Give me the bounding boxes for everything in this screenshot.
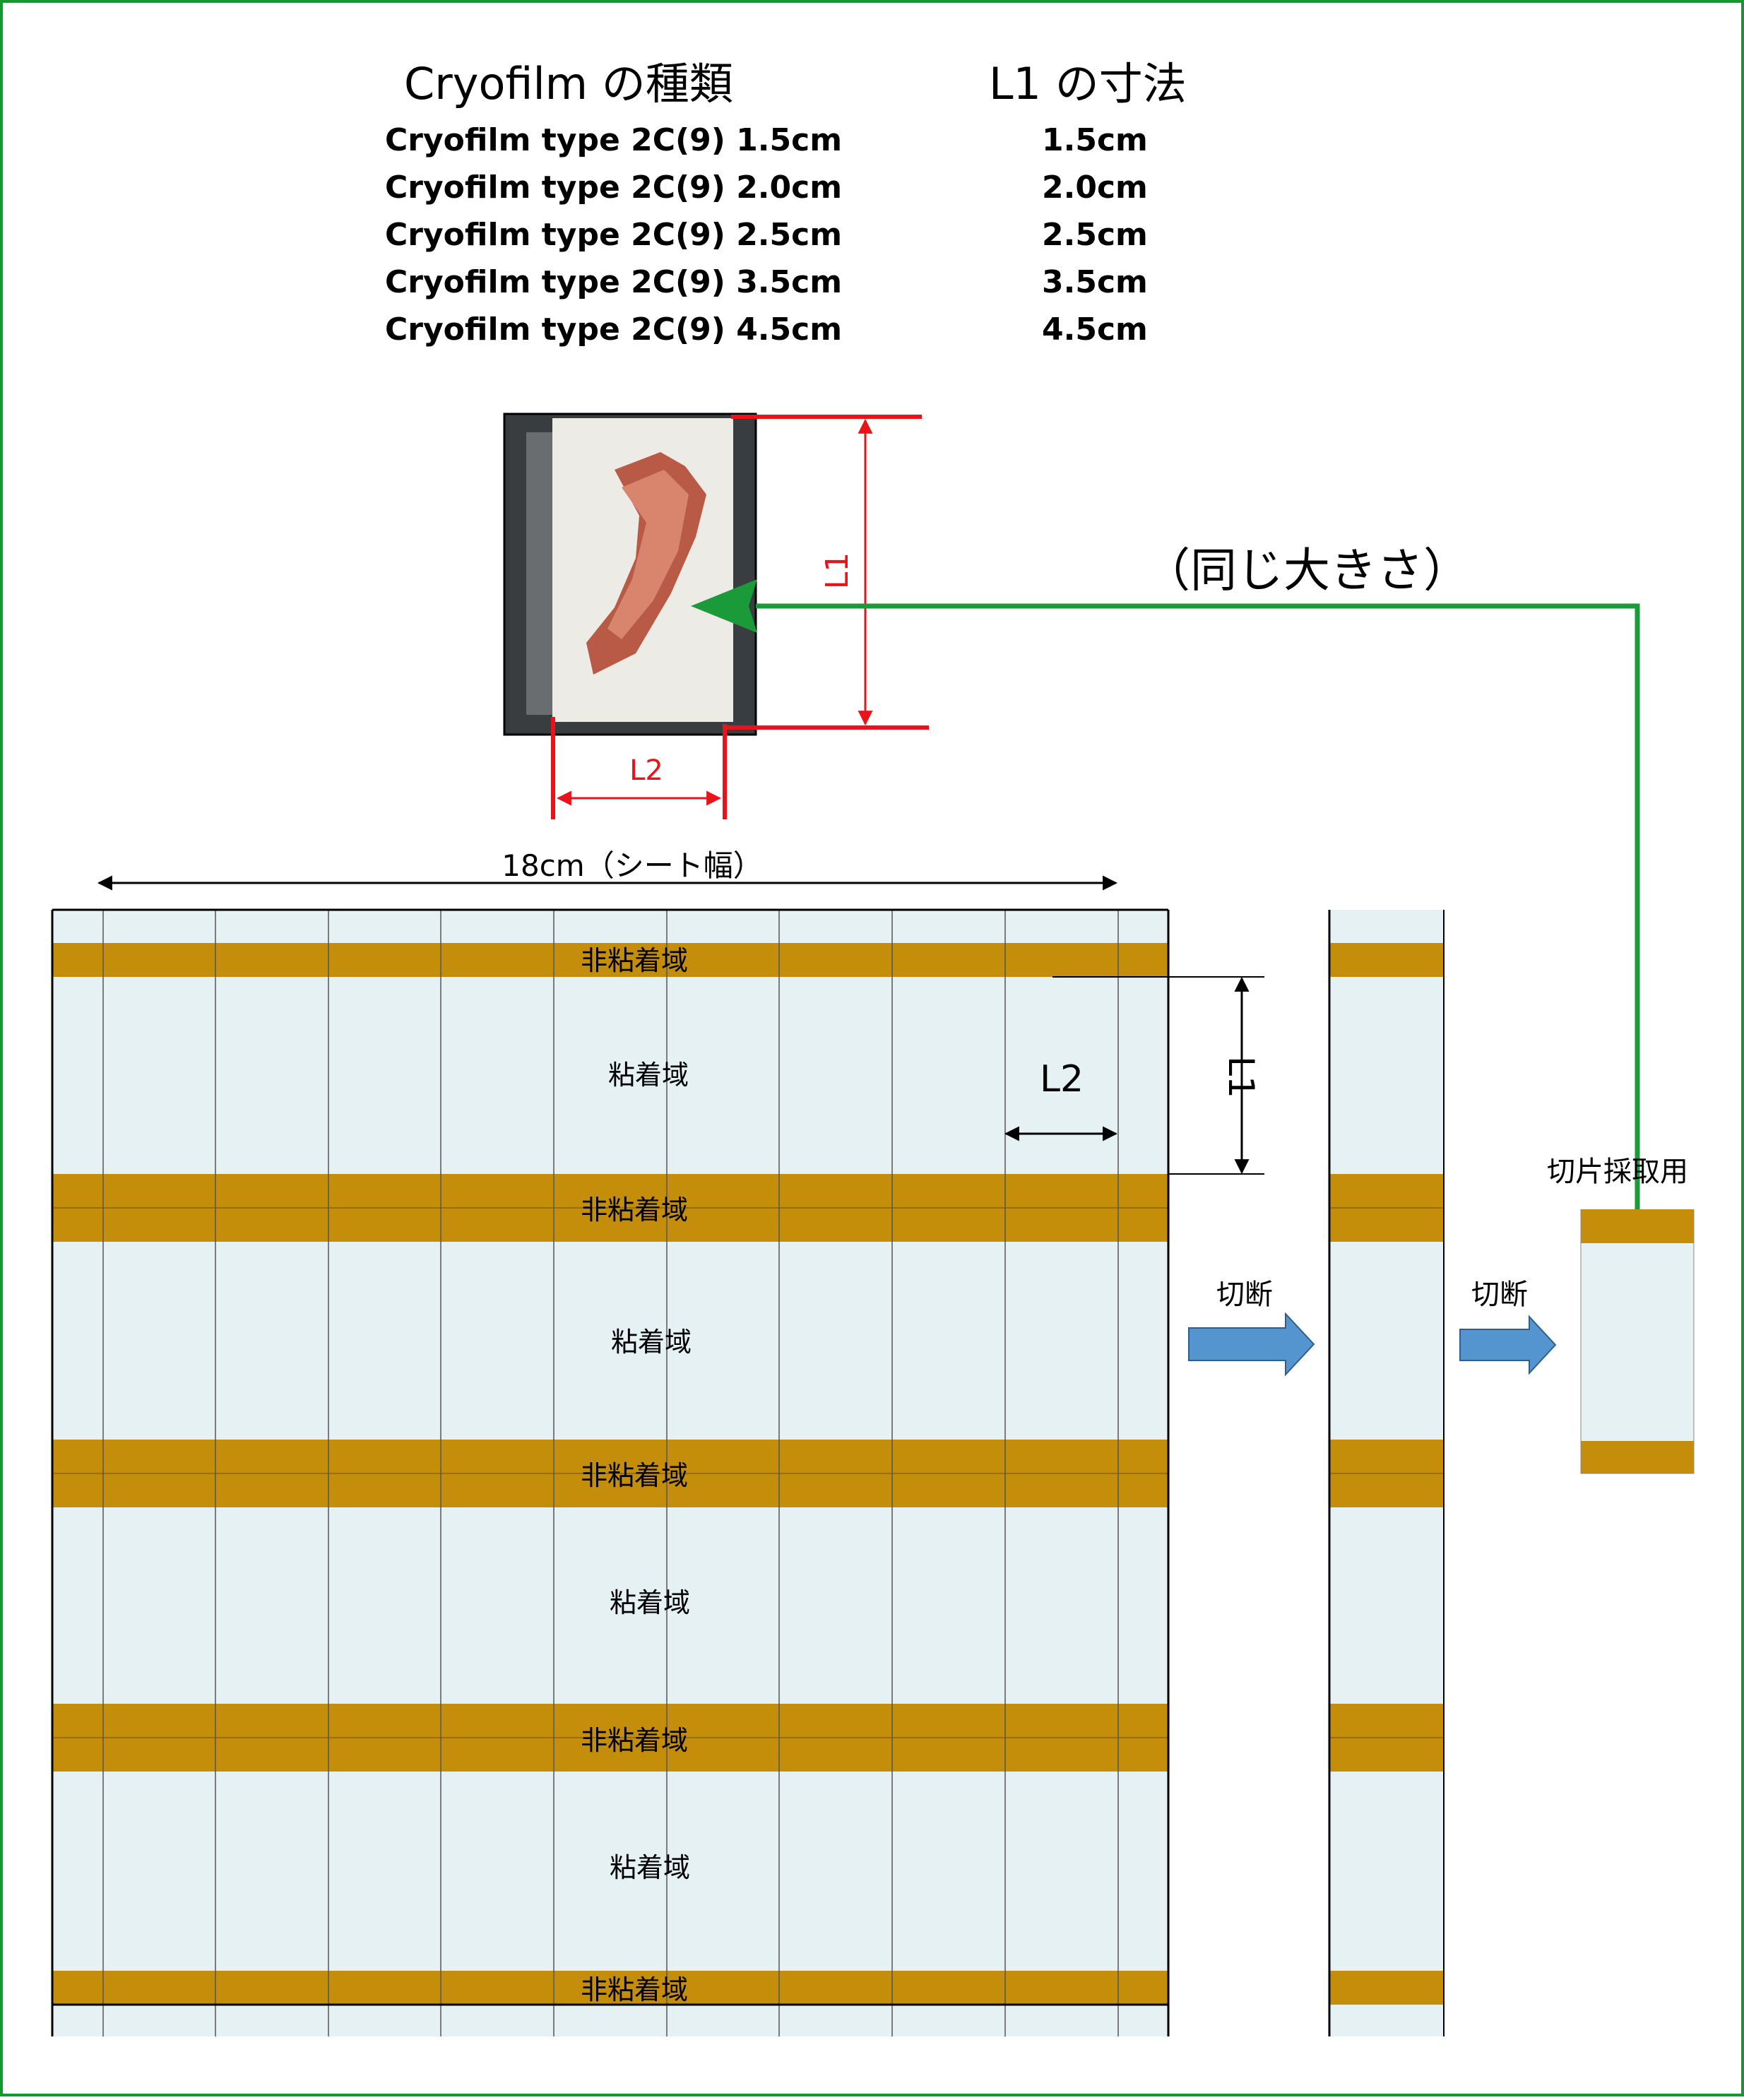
- non-adhesive-label: 非粘着域: [581, 1725, 688, 1756]
- table-row-type: Cryofilm type 2C(9) 3.5cm: [385, 264, 842, 300]
- photo-tissue-inner: [607, 470, 689, 639]
- cut-arrow-icon: [1459, 1315, 1557, 1375]
- specimen-film: [1581, 1209, 1694, 1473]
- photo-dimensions: L1 L2: [551, 415, 929, 819]
- non-adhesive-band: [52, 943, 1168, 977]
- adhesive-label: 粘着域: [611, 1327, 692, 1358]
- specimen-label: 切片採取用: [1547, 1156, 1688, 1188]
- table-header-l1: L1 の寸法: [989, 58, 1187, 109]
- cut-label-2: 切断: [1471, 1279, 1528, 1311]
- cut-arrow-icon: [1188, 1312, 1315, 1377]
- sheet-dimensions: L1 L2: [1004, 976, 1264, 1175]
- same-size-label: （同じ大きさ）: [1144, 543, 1470, 598]
- table-row-type: Cryofilm type 2C(9) 2.0cm: [385, 170, 842, 206]
- adhesive-label: 粘着域: [610, 1852, 690, 1883]
- specimen-piece: [1580, 1209, 1695, 1474]
- table-row-l1: 2.5cm: [1042, 217, 1148, 253]
- strip-non-adhesive-band: [1329, 1971, 1444, 2005]
- table-row-l1: 2.0cm: [1042, 170, 1148, 206]
- specimen-bottom-band: [1581, 1441, 1694, 1473]
- adhesive-label: 粘着域: [610, 1587, 690, 1618]
- sheet-l2-label: L2: [1040, 1058, 1084, 1101]
- cut-strip: [1328, 910, 1445, 2036]
- cut-label-1: 切断: [1216, 1279, 1273, 1311]
- specimen-top-band: [1581, 1209, 1694, 1243]
- table-row-l1: 4.5cm: [1042, 312, 1148, 348]
- sheet-width-label: 18cm（シート幅）: [502, 848, 762, 883]
- non-adhesive-label: 非粘着域: [581, 1194, 688, 1226]
- table-row-l1: 1.5cm: [1042, 122, 1148, 158]
- table-row-type: Cryofilm type 2C(9) 2.5cm: [385, 217, 842, 253]
- non-adhesive-label: 非粘着域: [581, 945, 688, 976]
- strip-non-adhesive-band: [1329, 943, 1444, 977]
- non-adhesive-label: 非粘着域: [581, 1974, 688, 2005]
- table-row-type: Cryofilm type 2C(9) 4.5cm: [385, 312, 842, 348]
- photo-l2-label: L2: [629, 754, 663, 787]
- adhesive-label: 粘着域: [608, 1060, 689, 1091]
- non-adhesive-band: [52, 1971, 1168, 2005]
- photo-l1-label: L1: [819, 552, 855, 590]
- table-row-l1: 3.5cm: [1042, 264, 1148, 300]
- table-header-type: Cryofilm の種類: [404, 58, 733, 109]
- type-table: Cryofilm の種類 L1 の寸法 Cryofilm type 2C(9) …: [385, 58, 1187, 348]
- non-adhesive-label: 非粘着域: [581, 1460, 688, 1491]
- sample-photo: [503, 413, 757, 736]
- sheet-l1-label: L1: [1221, 1056, 1262, 1098]
- table-row-type: Cryofilm type 2C(9) 1.5cm: [385, 122, 842, 158]
